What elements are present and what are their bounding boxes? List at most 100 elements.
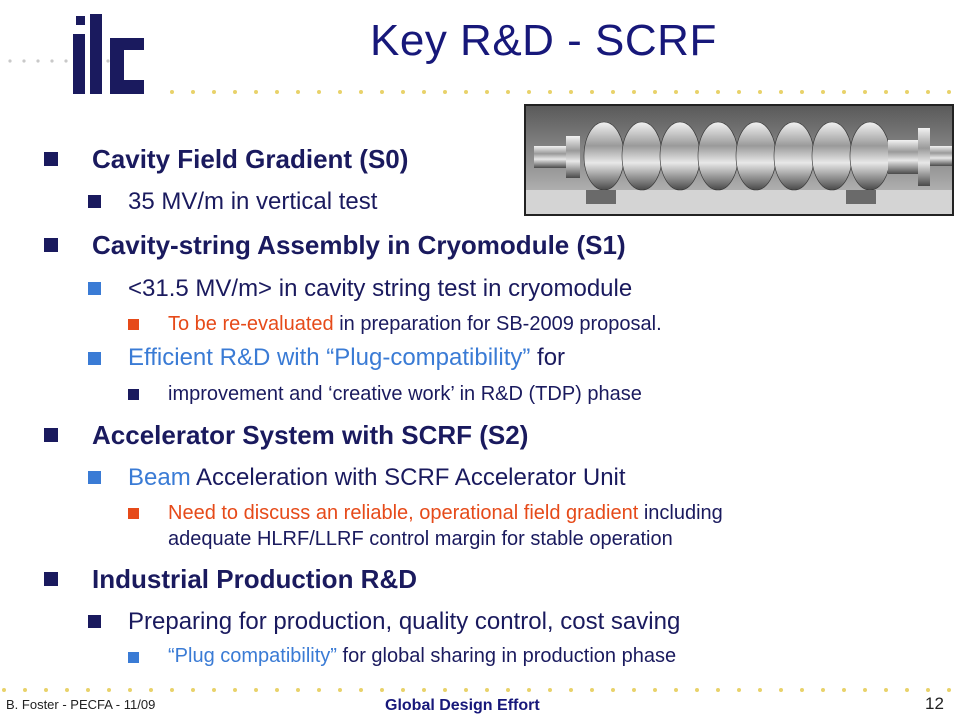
bullet-square bbox=[128, 319, 139, 330]
bullet-industrial-sub1-a: “Plug compatibility” for global sharing … bbox=[168, 645, 676, 668]
decorative-dot bbox=[569, 90, 573, 94]
body-text: Acceleration with SCRF Accelerator Unit bbox=[190, 464, 626, 491]
decorative-dot bbox=[401, 688, 405, 692]
bullet-square bbox=[44, 238, 58, 252]
bullet-square bbox=[128, 389, 139, 400]
body-text: for global sharing in production phase bbox=[336, 645, 677, 667]
decorative-dot bbox=[527, 688, 531, 692]
decorative-dot bbox=[779, 90, 783, 94]
body-text: for bbox=[530, 344, 566, 371]
decorative-dot bbox=[107, 688, 111, 692]
decorative-dot bbox=[653, 688, 657, 692]
decorative-dot bbox=[380, 688, 384, 692]
decorative-dot bbox=[170, 688, 174, 692]
decorative-dot bbox=[821, 90, 825, 94]
footer-author: B. Foster - PECFA - 11/09 bbox=[6, 697, 156, 712]
decorative-dot bbox=[464, 688, 468, 692]
decorative-dot bbox=[611, 688, 615, 692]
bullet-square bbox=[128, 652, 139, 663]
decorative-dot bbox=[737, 90, 741, 94]
decorative-dot bbox=[506, 688, 510, 692]
decorative-dot bbox=[422, 688, 426, 692]
decorative-dot bbox=[506, 90, 510, 94]
bullet-s2: Accelerator System with SCRF (S2) bbox=[92, 420, 529, 450]
decorative-dot bbox=[191, 90, 195, 94]
decorative-dot bbox=[212, 688, 216, 692]
decorative-dot bbox=[758, 688, 762, 692]
decorative-dot bbox=[737, 688, 741, 692]
decorative-dot bbox=[296, 90, 300, 94]
bullet-industrial: Industrial Production R&D bbox=[92, 564, 417, 594]
ilc-logo bbox=[73, 14, 144, 94]
decorative-dot bbox=[275, 688, 279, 692]
bullet-square bbox=[44, 572, 58, 586]
decorative-dot bbox=[611, 90, 615, 94]
decorative-dot bbox=[695, 90, 699, 94]
body-text: in preparation for SB-2009 proposal. bbox=[333, 313, 662, 335]
decorative-dot bbox=[233, 688, 237, 692]
decorative-dot bbox=[86, 688, 90, 692]
decorative-dot bbox=[443, 688, 447, 692]
decorative-dot bbox=[485, 688, 489, 692]
body-text: including bbox=[638, 502, 723, 524]
decorative-dot bbox=[149, 688, 153, 692]
highlight-text: Beam bbox=[128, 464, 191, 491]
decorative-dot bbox=[401, 90, 405, 94]
decorative-dot bbox=[254, 90, 258, 94]
decorative-dot bbox=[359, 90, 363, 94]
bullet-square bbox=[88, 352, 101, 365]
decorative-dot bbox=[65, 688, 69, 692]
decorative-dot bbox=[758, 90, 762, 94]
decorative-dot bbox=[296, 688, 300, 692]
bullet-s1-sub2: Efficient R&D with “Plug-compatibility” … bbox=[128, 344, 565, 372]
decorative-dot bbox=[233, 90, 237, 94]
bullet-square bbox=[88, 471, 101, 484]
decorative-dot bbox=[674, 688, 678, 692]
decorative-dot bbox=[884, 688, 888, 692]
decorative-dot bbox=[716, 688, 720, 692]
decorative-dot bbox=[863, 688, 867, 692]
decorative-dot bbox=[947, 90, 951, 94]
decorative-dot bbox=[548, 90, 552, 94]
decorative-dot bbox=[926, 688, 930, 692]
decorative-dot bbox=[317, 90, 321, 94]
bullet-square bbox=[88, 195, 101, 208]
decorative-dot bbox=[884, 90, 888, 94]
decorative-dot bbox=[716, 90, 720, 94]
decorative-dot bbox=[44, 688, 48, 692]
decorative-dot bbox=[338, 90, 342, 94]
decorative-dot bbox=[947, 688, 951, 692]
highlight-text: Efficient R&D with “Plug-compatibility” bbox=[128, 344, 531, 371]
bullet-s2-sub1-a: Need to discuss an reliable, operational… bbox=[168, 502, 723, 525]
bullet-s1-sub1: <31.5 MV/m> in cavity string test in cry… bbox=[128, 275, 633, 302]
decorative-dot bbox=[842, 90, 846, 94]
decorative-dot bbox=[821, 688, 825, 692]
highlight-text: To be re-evaluated bbox=[168, 313, 334, 335]
decorative-dot bbox=[212, 90, 216, 94]
footer-title: Global Design Effort bbox=[385, 697, 540, 714]
decorative-dot bbox=[590, 688, 594, 692]
decorative-dot bbox=[443, 90, 447, 94]
decorative-dot bbox=[338, 688, 342, 692]
bullet-square bbox=[88, 282, 101, 295]
decorative-dot bbox=[464, 90, 468, 94]
decorative-dot bbox=[695, 688, 699, 692]
highlight-text: “Plug compatibility” bbox=[168, 645, 337, 667]
decorative-dot bbox=[926, 90, 930, 94]
decorative-dot bbox=[422, 90, 426, 94]
bullet-s0: Cavity Field Gradient (S0) bbox=[92, 144, 409, 174]
bullet-square bbox=[128, 508, 139, 519]
decorative-dot bbox=[905, 90, 909, 94]
page-number: 12 bbox=[925, 694, 944, 713]
scrf-cavity-photo bbox=[524, 104, 954, 216]
bullet-s1: Cavity-string Assembly in Cryomodule (S1… bbox=[92, 230, 626, 260]
decorative-dot bbox=[674, 90, 678, 94]
decorative-dot bbox=[863, 90, 867, 94]
decorative-dot bbox=[632, 90, 636, 94]
decorative-dot bbox=[779, 688, 783, 692]
bullet-square bbox=[44, 428, 58, 442]
bullet-s1-sub2-a: improvement and ‘creative work’ in R&D (… bbox=[168, 383, 642, 405]
decorative-dot bbox=[800, 688, 804, 692]
decorative-dot bbox=[170, 90, 174, 94]
decorative-dot bbox=[905, 688, 909, 692]
